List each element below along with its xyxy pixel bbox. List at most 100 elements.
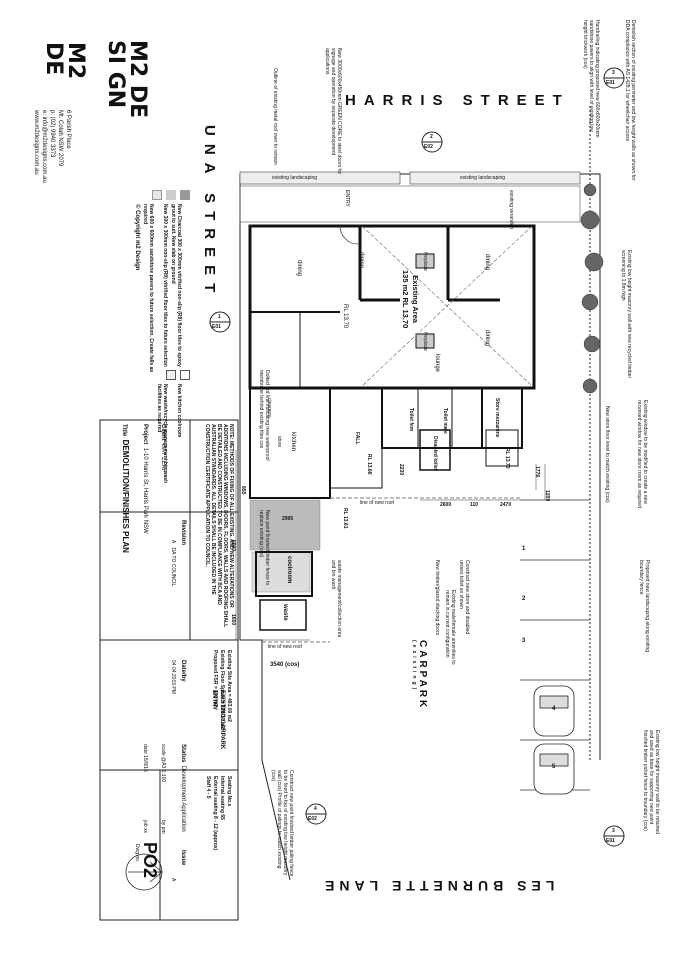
legend-swatch-tile2 <box>166 190 176 200</box>
section-marker-e01-right <box>603 825 625 847</box>
project-label: Project <box>142 424 148 445</box>
title-label: Title <box>121 424 127 437</box>
landscape-band-left <box>239 171 401 185</box>
dim-2600: 2600 <box>440 502 452 508</box>
sec-n3-right: 3 <box>612 828 615 834</box>
north-arrow-icon <box>125 853 163 891</box>
issue-value: A <box>170 878 176 882</box>
site-info: Existing Site Area = 483.00 m2 Existing … <box>212 650 232 730</box>
legend: New Charcoal 300 x 300mm vitrified non-s… <box>70 190 190 590</box>
date-value: date 15/8/16 <box>142 744 148 772</box>
room-coolroom: coolroom <box>286 556 292 584</box>
legend-swatch-waste <box>166 370 176 380</box>
scale-value: scale @A3 1:100 <box>160 744 166 783</box>
datebay-value: 04.04.2019 PM <box>170 660 176 694</box>
dim-2470: 2470 <box>500 502 512 508</box>
trees <box>580 183 604 394</box>
datebay-row: Date/by <box>180 660 186 682</box>
project-row: Project 1-10 Harris St, Harris Park NSW <box>142 424 148 534</box>
section-marker-e02-bottom <box>305 803 327 825</box>
note-lane-fence: Construct new paint finished timber pali… <box>270 770 294 877</box>
sec-e02-bottom: E02 <box>308 816 317 822</box>
landscaping-left: existing landscaping <box>272 175 318 181</box>
by-value: by pm <box>160 820 166 834</box>
rl-1361: RL 13.61 <box>342 508 348 529</box>
room-waste: waste <box>282 604 288 621</box>
sec-e01-top: E01 <box>606 80 615 86</box>
revision-label: Revision <box>180 520 186 546</box>
carpark-bays <box>520 499 590 791</box>
dim-855: 855 <box>240 486 246 495</box>
dim-2995: 2995 <box>282 516 294 522</box>
verandah-area <box>239 185 581 223</box>
dwg-label: Dwg no. <box>134 844 140 863</box>
line-new-roof-2: line of new roof <box>268 644 302 650</box>
room-lounge: lounge <box>434 354 440 373</box>
note-timber: Dotted red line indicating new waterproo… <box>258 370 270 461</box>
sec-e02-top: E02 <box>424 144 433 150</box>
bay-4: 4 <box>552 706 556 712</box>
car-5 <box>533 743 575 795</box>
title-row: Title DEMOLITION/FINISHES PLAN <box>121 424 130 553</box>
dim-1776: 1776 <box>534 466 540 478</box>
bay-3: 3 <box>522 638 526 644</box>
legend-swatch-kitchen <box>180 370 190 380</box>
revision-a: A DA TO COUNCIL <box>170 540 176 587</box>
bay-2: 2 <box>522 596 526 602</box>
room-dining-3: dining <box>484 254 490 271</box>
rl-1370b: RL 13.70 <box>504 448 510 469</box>
rear-wing <box>249 387 523 499</box>
dwg-number: PO2 <box>140 842 160 879</box>
section-marker-e01-top <box>603 67 625 89</box>
room-dining-4: dining <box>484 330 490 347</box>
dimension-lines <box>235 450 546 641</box>
room-store-mezz: Store mezzanine <box>494 398 500 438</box>
note-lane-wall: Existing low height masonry wall to be r… <box>642 730 660 834</box>
client-value: BAY LEAF <box>160 444 166 473</box>
existing-area-label: Existing Area 135 m2 RL 13.70 <box>401 270 420 329</box>
sec-n1-left: 1 <box>218 314 221 320</box>
note-harris-2: Handrailing indicating proposed new 600x… <box>582 20 600 138</box>
datebay-label: Date/by <box>180 660 186 682</box>
line-new-roof-1: line of new roof <box>360 500 394 506</box>
bay-5: 5 <box>552 764 556 770</box>
landscaping-right: existing landscaping <box>460 175 506 181</box>
entry-label: ENTRY <box>344 190 350 207</box>
note-bifold: New timber/glazed stacking doors <box>434 560 440 636</box>
dim-110: 110 <box>470 502 479 508</box>
street-harris: HARRIS STREET <box>345 92 570 109</box>
status-row: Status Development Application <box>180 744 186 832</box>
room-store: store <box>276 436 282 448</box>
room-kitchen: kitchen <box>290 432 296 452</box>
note-window: Existing window to be modified to create… <box>636 400 648 508</box>
revision-row: Revision <box>180 520 186 545</box>
dim-3540: 3540 (cos) <box>270 662 300 668</box>
sec-n3-top: 3 <box>612 70 615 76</box>
client-row: Client BAY LEAF <box>160 424 166 472</box>
job-value: job xx <box>142 820 148 834</box>
sec-e01-left: E01 <box>212 324 221 330</box>
note-stair: Construct new store and disabled unisex … <box>458 560 470 635</box>
note-floor: New store floor level to match existing … <box>604 406 610 503</box>
fireplace-1: fireplace <box>422 252 428 271</box>
legend-swatch-tile1 <box>180 190 190 200</box>
project-value: 1-10 Harris St, Harris Park NSW <box>142 447 148 534</box>
rl-1370: RL 13.70 <box>342 304 348 329</box>
rl-1366: RL 13.66 <box>366 454 372 475</box>
dim-2230: 2230 <box>398 464 404 476</box>
note-harris-1: Demolish section of existing perimeter a… <box>624 20 636 181</box>
sec-n4-bottom: 4 <box>314 806 317 812</box>
carpark-label: CARPARK (existing) <box>411 640 428 711</box>
sec-n2-top: 2 <box>430 134 433 140</box>
tile-hatch <box>249 499 321 593</box>
note-outline: Outline of existing metal roof over to r… <box>272 68 278 165</box>
note-landscape: Proposed new landscaping along existing … <box>638 560 650 653</box>
waste-area <box>259 599 307 631</box>
room-dining-2: dining <box>358 252 364 269</box>
fall-label: FALL <box>354 432 360 445</box>
bay-1: 1 <box>522 546 526 552</box>
note-masonry: Existing low height masonry wall with ne… <box>620 250 632 379</box>
room-disabled: Disabled toilet <box>432 436 438 471</box>
sec-e01-right: E01 <box>606 838 615 844</box>
